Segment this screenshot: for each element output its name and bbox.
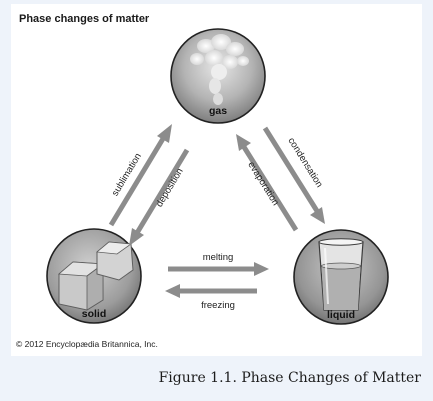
phase-diagram: Phase changes of matter gas bbox=[16, 13, 389, 349]
freezing-arrow bbox=[165, 284, 257, 298]
ice-cubes-icon bbox=[58, 241, 134, 311]
condensation-arrow bbox=[262, 126, 325, 224]
evaporation-label: evaporation bbox=[245, 160, 281, 208]
liquid-label: liquid bbox=[327, 309, 355, 321]
freezing-label: freezing bbox=[201, 300, 235, 311]
gas-label: gas bbox=[209, 105, 227, 117]
solid-node: solid bbox=[46, 228, 142, 324]
deposition-arrow bbox=[129, 148, 190, 246]
diagram-title: Phase changes of matter bbox=[19, 13, 150, 25]
evaporation-arrow bbox=[236, 134, 299, 232]
solid-label: solid bbox=[82, 308, 107, 320]
melting-arrow bbox=[168, 262, 269, 276]
copyright-credit: © 2012 Encyclopædia Britannica, Inc. bbox=[16, 339, 158, 349]
liquid-node: liquid bbox=[293, 229, 389, 325]
deposition-label: deposition bbox=[154, 166, 186, 209]
diagram-panel: Phase changes of matter gas bbox=[11, 4, 422, 356]
gas-node: gas bbox=[170, 28, 266, 124]
figure-caption: Figure 1.1. Phase Changes of Matter bbox=[158, 370, 421, 386]
melting-label: melting bbox=[203, 252, 234, 263]
steam-icon bbox=[190, 34, 249, 105]
water-glass-icon bbox=[318, 238, 364, 311]
sublimation-arrow bbox=[108, 124, 172, 227]
condensation-label: condensation bbox=[285, 136, 324, 190]
